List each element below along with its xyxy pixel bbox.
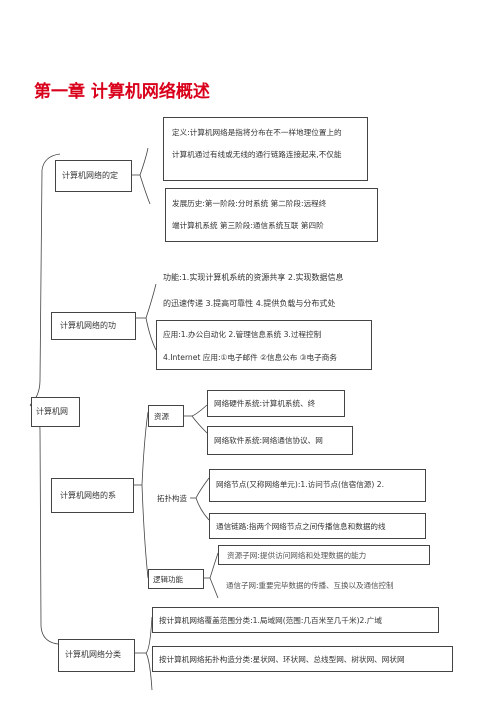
subnode-resources: 资源 (148, 405, 184, 427)
history-box: 发展历史:第一阶段:分时系统 第二阶段:远程终 端计算机系统 第三阶段:通信系统… (165, 188, 378, 242)
subnode-logic: 逻辑功能 (148, 569, 204, 589)
function-line-2: 的迅速传递 3.提高可靠性 4.提供负载与分布式处 (163, 299, 336, 308)
branch-definition: 计算机网络的定 (55, 160, 132, 192)
comm-subnet-line: 通信子网:重要完毕数据的传播、互换以及通信控制 (226, 581, 394, 590)
definition-box: 定义:计算机网络是指将分布在不一样地理位置上的 计算机通过有线或无线的通行链路连… (163, 117, 368, 181)
resource-subnet-box: 资源子网:提供访问网络和处理数据的能力 (218, 545, 430, 565)
branch-function: 计算机网络的功 (51, 312, 136, 340)
root-node: 计算机网 (31, 397, 80, 427)
history-line-1: 发展历史:第一阶段:分时系统 第二阶段:远程终 (172, 199, 327, 208)
branch-system: 计算机网络的系 (51, 478, 134, 513)
hardware-box: 网络硬件系统:计算机系统、终 (207, 390, 345, 417)
function-line-1: 功能:1.实现计算机系统的资源共享 2.实现数据信息 (163, 273, 344, 282)
coverage-class-box: 按计算机网络覆盖范围分类:1.局域网(范围:几百米至几千米)2.广域 (152, 607, 439, 633)
topology-class-box: 按计算机网络拓扑构造分类:星状网、环状网、总线型网、树状网、网状网 (152, 646, 453, 672)
chapter-title: 第一章 计算机网络概述 (34, 82, 210, 102)
application-line-2: 4.Internet 应用:①电子邮件 ②信息公布 ③电子商务 (163, 353, 337, 362)
subnode-topology: 拓扑构造 (157, 494, 187, 503)
network-node-box: 网络节点(又称网络单元):1.访问节点(信宿信源) 2. (209, 469, 426, 502)
application-line-1: 应用:1.办公自动化 2.管理信息系统 3.过程控制 (163, 330, 322, 339)
software-box: 网络软件系统:网络通信协议、网 (207, 426, 353, 455)
definition-line-2: 计算机通过有线或无线的通行链路连接起来,不仅能 (172, 150, 342, 159)
definition-line-1: 定义:计算机网络是指将分布在不一样地理位置上的 (172, 128, 342, 137)
application-box: 应用:1.办公自动化 2.管理信息系统 3.过程控制 4.Internet 应用… (156, 320, 372, 370)
comm-link-box: 通信链路:指两个网络节点之间传播信息和数据的线 (209, 513, 426, 539)
branch-classification: 计算机网络分类 (58, 639, 135, 672)
history-line-2: 端计算机系统 第三阶段:通信系统互联 第四阶 (172, 221, 324, 230)
